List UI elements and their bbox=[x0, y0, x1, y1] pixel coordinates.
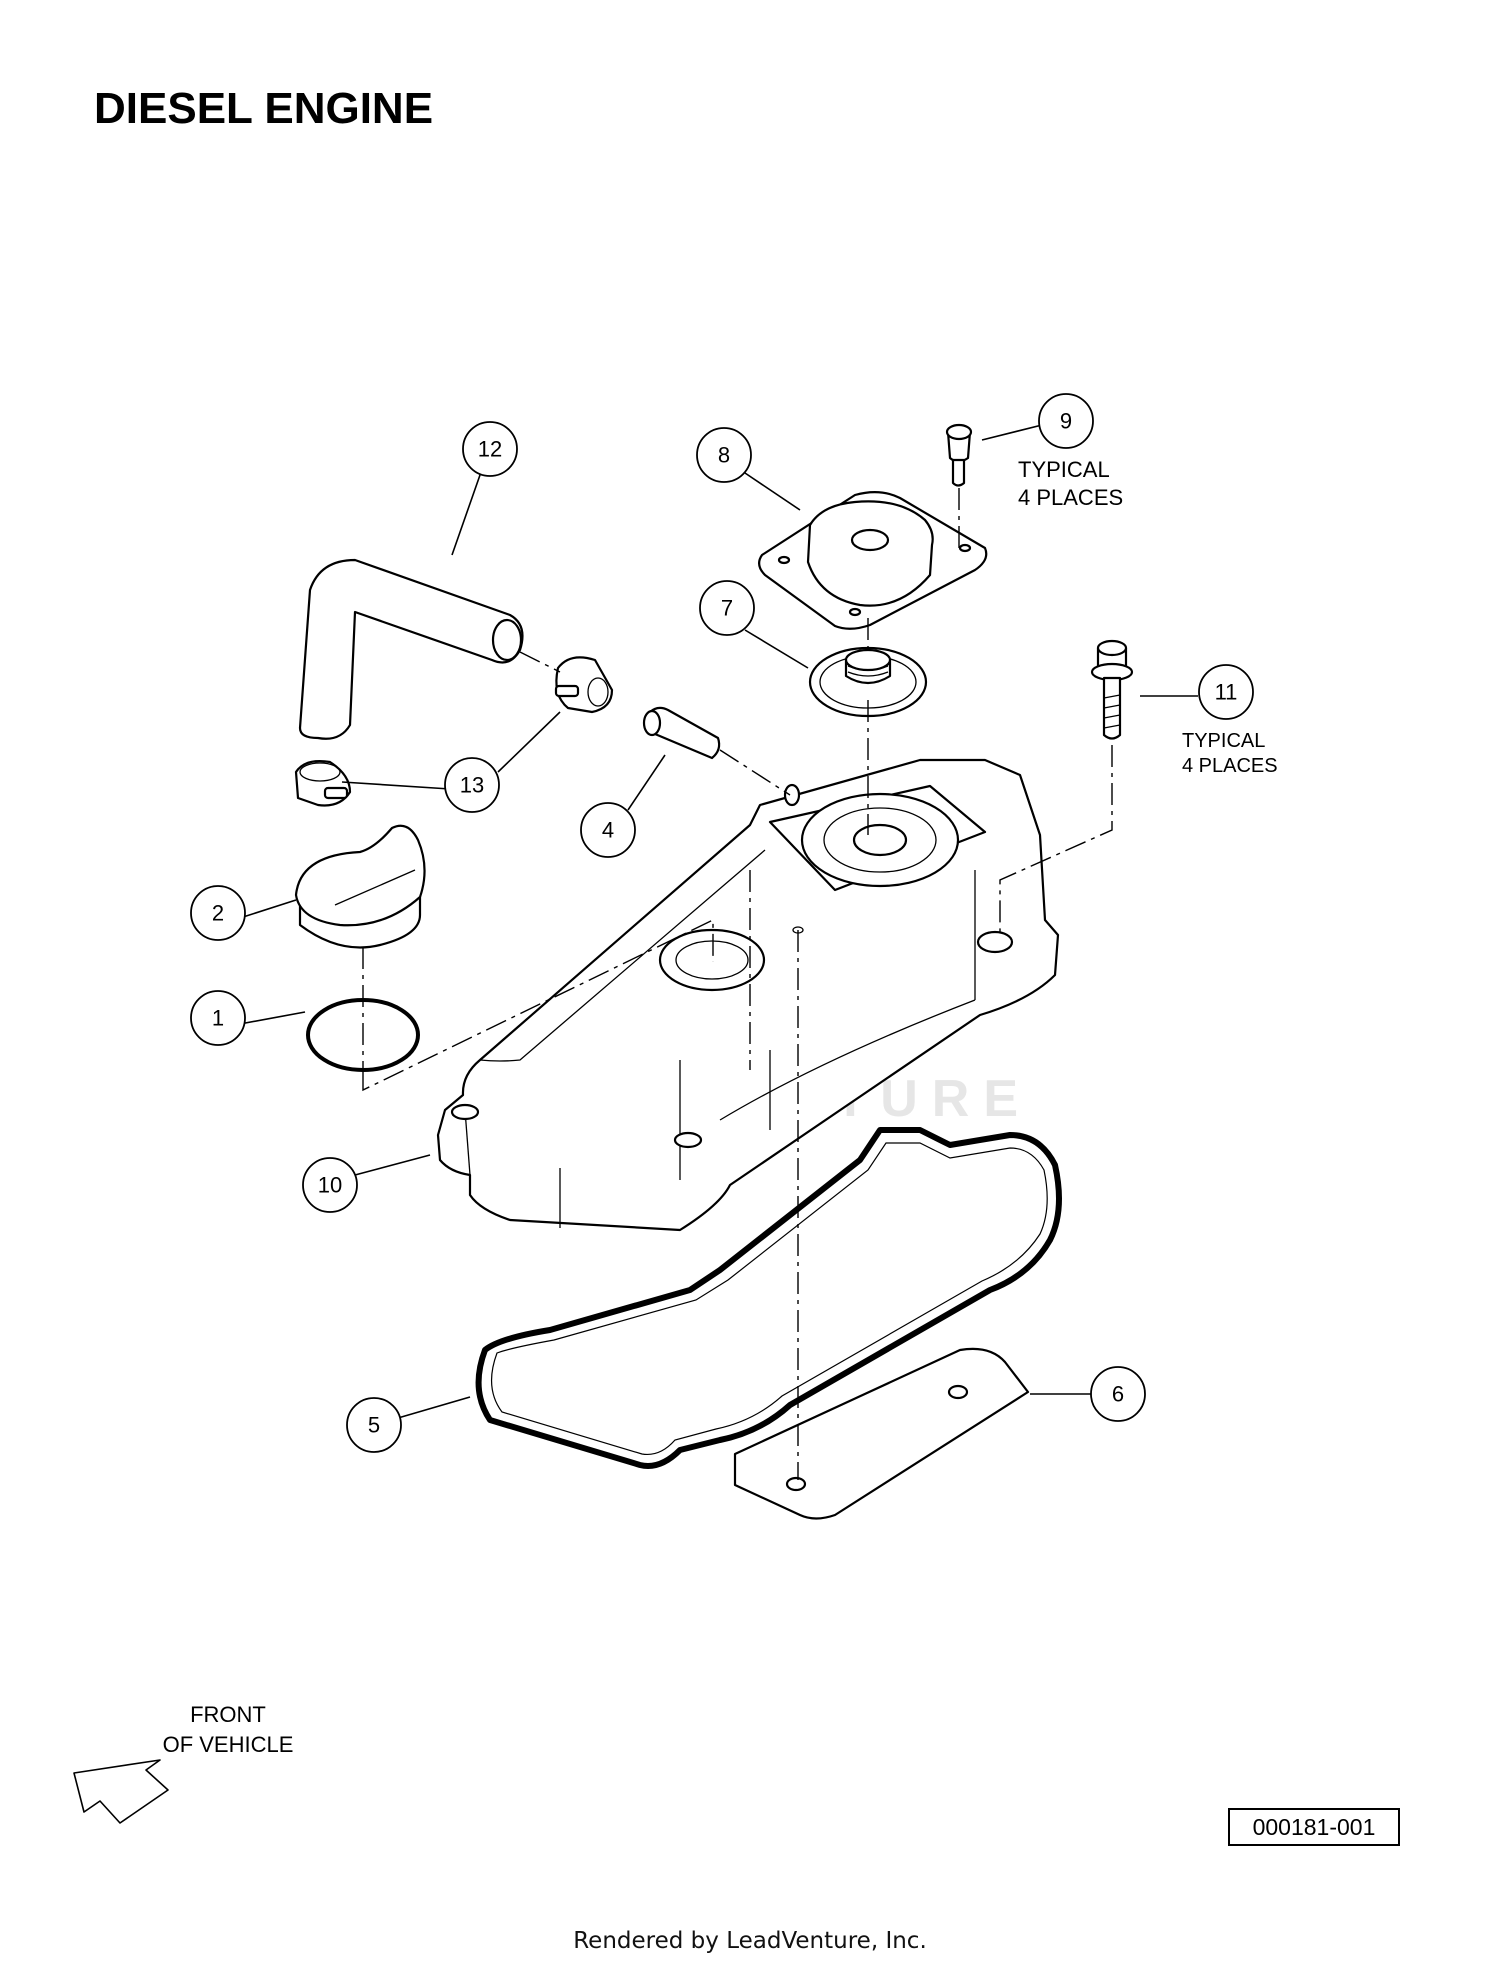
svg-text:2: 2 bbox=[212, 901, 224, 926]
footer-credit: Rendered by LeadVenture, Inc. bbox=[573, 1928, 927, 1954]
callout-6[interactable]: 6 bbox=[1090, 1366, 1146, 1422]
svg-text:4: 4 bbox=[602, 818, 614, 843]
valve-cover bbox=[436, 758, 1060, 1232]
typical-note-11-line2: 4 PLACES bbox=[1182, 755, 1278, 777]
callout-2[interactable]: 2 bbox=[190, 885, 246, 941]
hose-clamp-upper bbox=[554, 656, 614, 714]
diagram-code: 000181-001 bbox=[1228, 1808, 1400, 1846]
callout-8[interactable]: 8 bbox=[696, 427, 752, 483]
callout-11[interactable]: 11 bbox=[1198, 664, 1254, 720]
breather-hose bbox=[298, 558, 524, 740]
baffle-plate bbox=[733, 1347, 1030, 1520]
callout-5[interactable]: 5 bbox=[346, 1397, 402, 1453]
cover-gasket bbox=[475, 1127, 1062, 1469]
callout-7[interactable]: 7 bbox=[699, 580, 755, 636]
breather-cover bbox=[758, 491, 988, 630]
svg-text:12: 12 bbox=[478, 437, 502, 462]
callout-12[interactable]: 12 bbox=[462, 421, 518, 477]
front-label-line2: OF VEHICLE bbox=[163, 1732, 294, 1757]
front-label-line1: FRONT bbox=[190, 1702, 266, 1727]
page-title: DIESEL ENGINE bbox=[94, 84, 434, 133]
oil-filler-cap bbox=[294, 824, 426, 949]
front-arrow-icon bbox=[73, 1759, 169, 1824]
svg-text:1: 1 bbox=[212, 1006, 224, 1031]
callout-10[interactable]: 10 bbox=[302, 1157, 358, 1213]
breather-fitting bbox=[642, 706, 721, 760]
svg-text:5: 5 bbox=[368, 1413, 380, 1438]
flange-bolt-11 bbox=[1090, 639, 1134, 740]
svg-text:6: 6 bbox=[1112, 1382, 1124, 1407]
diaphragm bbox=[808, 646, 928, 718]
svg-text:11: 11 bbox=[1215, 680, 1238, 705]
centerline-cap bbox=[362, 918, 714, 1092]
typical-note-9-line1: TYPICAL bbox=[1018, 457, 1110, 482]
centerline-bolt bbox=[999, 745, 1113, 938]
svg-text:9: 9 bbox=[1060, 409, 1072, 434]
centerline-breather bbox=[519, 651, 561, 673]
centerline-fitting bbox=[719, 749, 791, 796]
svg-text:8: 8 bbox=[718, 443, 730, 468]
screw-9 bbox=[945, 423, 973, 487]
typical-note-11-line1: TYPICAL bbox=[1182, 730, 1265, 752]
callout-13[interactable]: 13 bbox=[444, 757, 500, 813]
typical-note-9-line2: 4 PLACES bbox=[1018, 485, 1123, 510]
hose-clamp-lower bbox=[294, 760, 352, 807]
svg-text:13: 13 bbox=[460, 773, 484, 798]
callout-4[interactable]: 4 bbox=[580, 802, 636, 858]
svg-text:7: 7 bbox=[721, 596, 733, 621]
callout-1[interactable]: 1 bbox=[190, 990, 246, 1046]
svg-text:10: 10 bbox=[318, 1173, 342, 1198]
callout-9[interactable]: 9 bbox=[1038, 393, 1094, 449]
